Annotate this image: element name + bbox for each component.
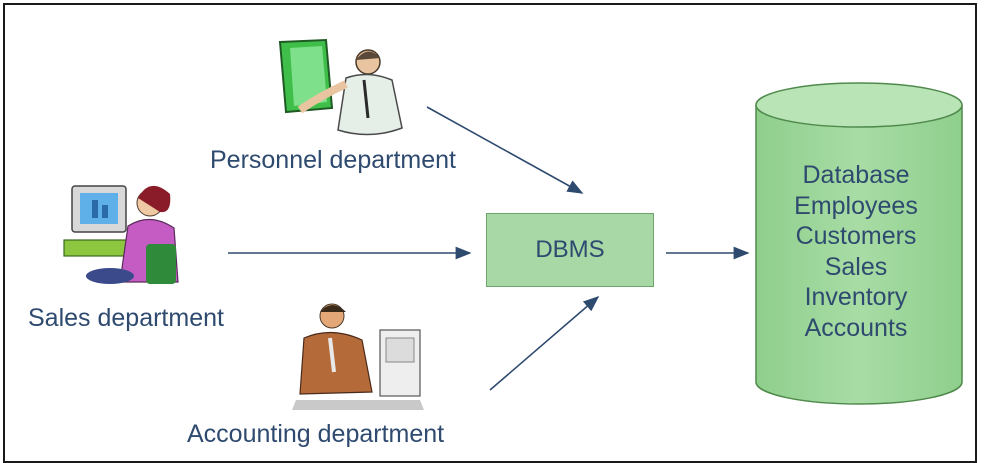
accounting-department-label: Accounting department xyxy=(187,420,445,448)
dbms-label: DBMS xyxy=(535,236,605,263)
personnel-presenter-illustration xyxy=(278,38,403,136)
arrow-personnel-to-dbms xyxy=(426,106,584,194)
database-item: Inventory xyxy=(804,283,908,311)
sales-department-label: Sales department xyxy=(28,304,224,332)
database-item: Database xyxy=(802,161,910,189)
database-item: Customers xyxy=(795,222,917,250)
database-item: Accounts xyxy=(804,313,908,342)
personnel-department-label: Personnel department xyxy=(210,146,456,174)
dbms-box: DBMS xyxy=(486,213,654,287)
database-cylinder xyxy=(755,82,963,405)
database-item: Sales xyxy=(824,252,888,281)
database-contents: Database Employees Customers Sales Inven… xyxy=(756,160,956,343)
sales-computer-illustration xyxy=(63,185,179,284)
arrow-accounting-to-dbms xyxy=(489,295,600,391)
accounting-desk-illustration xyxy=(292,303,424,410)
database-item: Employees xyxy=(794,191,918,220)
